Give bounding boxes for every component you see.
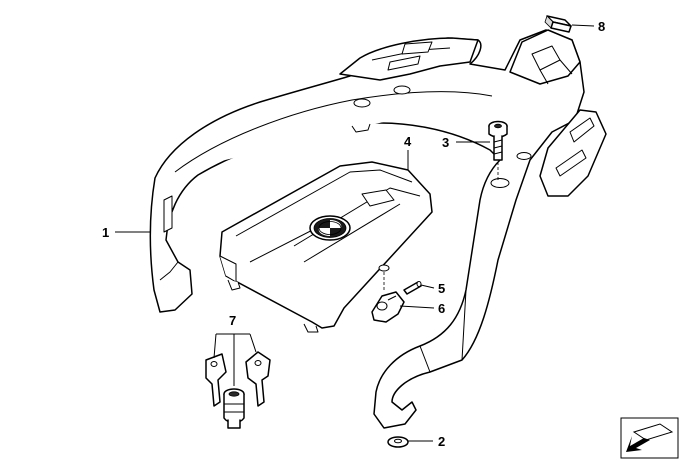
grab-rail-frame [149,29,607,429]
rack-top-plate [219,161,433,333]
grip-slot-left [163,195,173,233]
rubber-strip [544,15,572,33]
bmw-roundel [309,215,351,241]
callout-5: 5 [438,281,445,296]
callout-8: 8 [598,19,605,34]
key-right [245,351,271,407]
callout-1: 1 [102,225,109,240]
direction-arrow-icon [620,417,679,459]
callout-7: 7 [229,313,236,328]
washer [387,436,409,448]
pin [403,281,422,295]
callout-labels: 1 2 3 4 5 6 7 8 [102,19,605,449]
key-left [205,353,227,407]
lock-cylinder-keys [205,351,271,429]
lock-catch [371,272,405,323]
callout-3: 3 [442,135,449,150]
rail-side-grip [539,109,607,197]
callout-6: 6 [438,301,445,316]
callout-2: 2 [438,434,445,449]
screw [488,120,508,182]
leader-lines [115,24,595,442]
callout-4: 4 [404,134,412,149]
